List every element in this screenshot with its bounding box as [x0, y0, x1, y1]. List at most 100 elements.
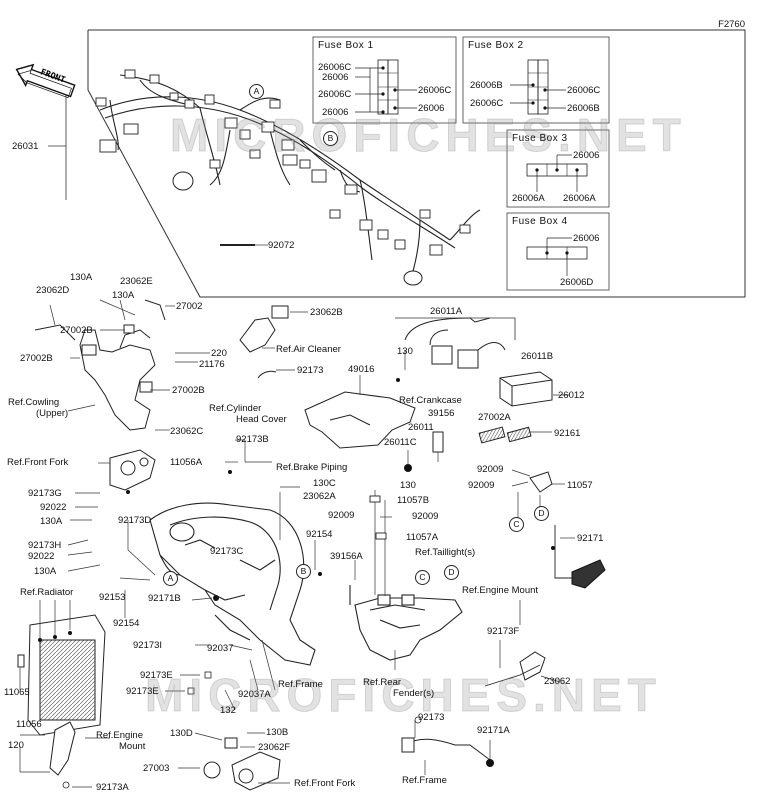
part-label[interactable]: 11057 — [567, 480, 593, 491]
part-label[interactable]: 92171A — [477, 725, 510, 736]
part-label[interactable]: 92154 — [306, 529, 333, 540]
part-label[interactable]: 92171B — [148, 593, 181, 604]
callout-a[interactable]: A — [163, 571, 178, 586]
part-label[interactable]: 92173E — [126, 686, 159, 697]
fuse-box-2-label: 26006C — [567, 85, 601, 96]
callout-c[interactable]: C — [509, 517, 524, 532]
part-label[interactable]: 130A — [112, 290, 135, 301]
ref-frame[interactable]: Ref.Frame — [278, 679, 323, 690]
part-label[interactable]: 39156A — [330, 551, 363, 562]
callout-b[interactable]: B — [323, 131, 338, 146]
part-label[interactable]: 23062C — [170, 426, 204, 437]
cowling-bracket-drawing — [34, 299, 166, 431]
ref-air-cleaner[interactable]: Ref.Air Cleaner — [276, 344, 341, 355]
part-label[interactable]: 92173B — [236, 434, 269, 445]
part-label[interactable]: 92171 — [577, 533, 604, 544]
part-label[interactable]: 132 — [220, 705, 236, 716]
part-label[interactable]: 92173D — [118, 515, 152, 526]
part-label[interactable]: 92173 — [297, 365, 324, 376]
part-label[interactable]: 92037 — [207, 643, 234, 654]
part-label[interactable]: 92173A — [96, 782, 129, 793]
part-label[interactable]: 130A — [40, 516, 63, 527]
ref-rear-fender[interactable]: Ref.Rear — [363, 677, 402, 688]
part-label[interactable]: 11057A — [406, 532, 439, 543]
part-label[interactable]: 92161 — [554, 428, 581, 439]
part-label[interactable]: 92009 — [328, 510, 355, 521]
part-label[interactable]: 39156 — [428, 408, 455, 419]
ref-cowling-upper[interactable]: Ref.Cowling — [8, 397, 60, 408]
part-label[interactable]: 23062D — [36, 285, 70, 296]
part-label[interactable]: 26011C — [384, 437, 417, 448]
part-label[interactable]: 92072 — [268, 240, 295, 251]
watermark-top: MICROFICHES.NET — [170, 109, 687, 162]
part-label[interactable]: 92154 — [113, 618, 140, 629]
part-label[interactable]: 130A — [70, 272, 93, 283]
fuse-box-2-title: Fuse Box 2 — [468, 40, 524, 51]
part-label[interactable]: 27002A — [478, 412, 511, 423]
part-label[interactable]: 23062F — [258, 742, 291, 753]
callout-a[interactable]: A — [249, 84, 264, 99]
part-label[interactable]: 92173H — [28, 540, 62, 551]
part-label[interactable]: 92173 — [418, 712, 445, 723]
part-label[interactable]: 11056 — [16, 719, 42, 730]
part-label[interactable]: 27003 — [143, 763, 170, 774]
part-label[interactable]: 26011 — [408, 422, 434, 433]
part-label[interactable]: 26011A — [430, 306, 463, 317]
part-label[interactable]: 92009 — [412, 511, 439, 522]
part-label[interactable]: 130D — [170, 728, 193, 739]
part-label[interactable]: 11057B — [397, 495, 430, 506]
part-label[interactable]: 23062A — [303, 491, 336, 502]
ref-frame[interactable]: Ref.Frame — [402, 775, 447, 786]
part-label[interactable]: 23062E — [120, 276, 153, 287]
part-label[interactable]: 92173E — [140, 670, 173, 681]
part-label[interactable]: 92173C — [210, 546, 244, 557]
part-label[interactable]: 11065 — [4, 687, 30, 698]
callout-b[interactable]: B — [296, 564, 311, 579]
part-label[interactable]: 92173F — [487, 626, 520, 637]
battery-drawing — [499, 371, 553, 407]
ref-front-fork[interactable]: Ref.Front Fork — [294, 778, 356, 789]
part-label[interactable]: 49016 — [348, 364, 375, 375]
part-label[interactable]: 92153 — [99, 592, 126, 603]
part-label[interactable]: 130 — [400, 480, 416, 491]
ref-front-fork[interactable]: Ref.Front Fork — [7, 457, 69, 468]
part-label[interactable]: 27002B — [60, 325, 93, 336]
part-label[interactable]: 92173I — [133, 640, 163, 651]
part-label[interactable]: 92022 — [40, 502, 67, 513]
part-label[interactable]: 27002 — [176, 301, 203, 312]
part-label[interactable]: 26011B — [521, 351, 554, 362]
fuse-box-4-label: 26006D — [560, 277, 594, 288]
part-label[interactable]: 92037A — [238, 689, 271, 700]
part-label[interactable]: 92009 — [477, 464, 504, 475]
part-label[interactable]: 130A — [34, 566, 57, 577]
harness-group-frame — [87, 29, 746, 298]
part-label[interactable]: 26031 — [12, 141, 39, 152]
ref-brake-piping[interactable]: Ref.Brake Piping — [276, 462, 348, 473]
fuse-box-2-label: 26006C — [470, 98, 504, 109]
part-label[interactable]: 27002B — [20, 353, 53, 364]
fuse-box-1-frame — [312, 36, 457, 124]
part-label[interactable]: 92173G — [28, 488, 62, 499]
part-label[interactable]: 21176 — [199, 359, 225, 370]
part-label[interactable]: 130C — [313, 478, 336, 489]
part-label[interactable]: 130B — [266, 727, 289, 738]
ref-radiator[interactable]: Ref.Radiator — [20, 587, 74, 598]
ref-crankcase[interactable]: Ref.Crankcase — [399, 395, 462, 406]
part-label[interactable]: 220 — [211, 348, 227, 359]
part-label[interactable]: 120 — [8, 740, 24, 751]
part-label[interactable]: 92009 — [468, 480, 495, 491]
ref-taillight[interactable]: Ref.Taillight(s) — [415, 547, 476, 558]
ref-engine-mount[interactable]: Ref.Engine — [96, 730, 144, 741]
ref-engine-mount[interactable]: Ref.Engine Mount — [462, 585, 539, 596]
part-label[interactable]: 26012 — [558, 390, 585, 401]
ref-cylinder-head-cover[interactable]: Ref.Cylinder — [209, 403, 262, 414]
part-label[interactable]: 11056A — [170, 457, 203, 468]
callout-c[interactable]: C — [415, 570, 430, 585]
part-label[interactable]: 23062B — [310, 307, 343, 318]
callout-d[interactable]: D — [444, 565, 459, 580]
part-label[interactable]: 130 — [397, 346, 413, 357]
part-label[interactable]: 92022 — [28, 551, 55, 562]
callout-d[interactable]: D — [534, 506, 549, 521]
part-label[interactable]: 23062 — [544, 676, 571, 687]
part-label[interactable]: 27002B — [172, 385, 205, 396]
